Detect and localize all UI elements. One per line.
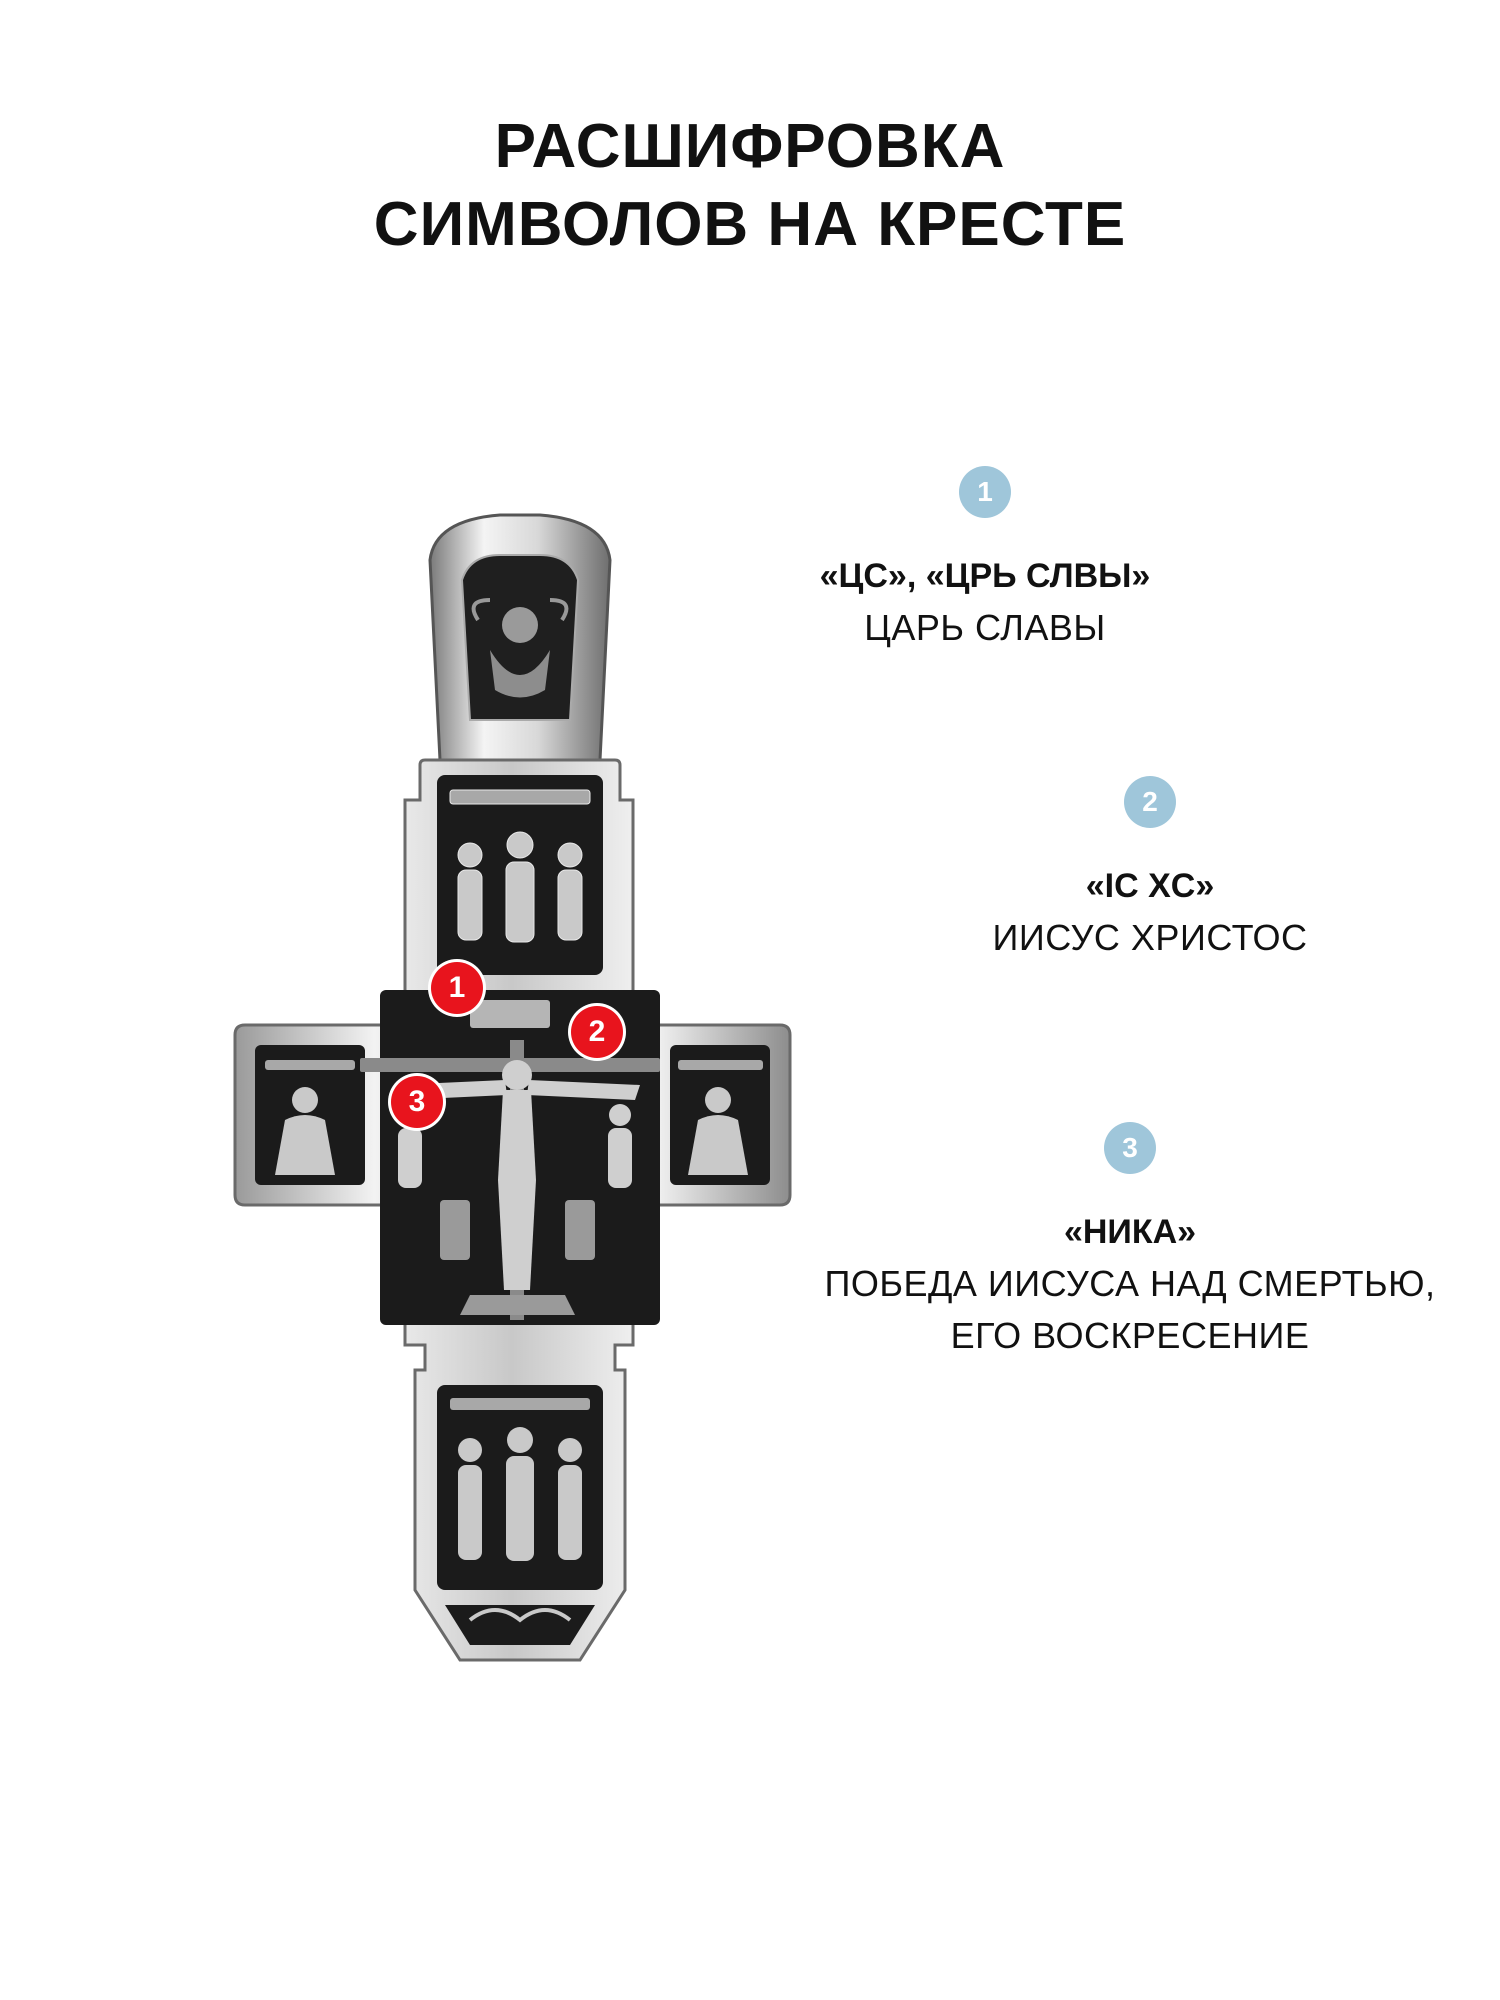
legend-item-1: 1 «ЦС», «ЦРЬ СЛВЫ» ЦАРЬ СЛАВЫ <box>800 466 1170 654</box>
title-line-2: СИМВОЛОВ НА КРЕСТЕ <box>373 190 1127 259</box>
legend-item-2: 2 «IC XC» ИИСУС ХРИСТОС <box>900 776 1400 964</box>
legend-description-3a: ПОБЕДА ИИСУСА НАД СМЕРТЬЮ, <box>824 1263 1436 1304</box>
marker-2: 2 <box>571 1006 623 1058</box>
legend-heading-1: «ЦС», «ЦРЬ СЛВЫ» <box>819 557 1151 595</box>
legend-number-3: 3 <box>1104 1122 1156 1174</box>
bail <box>428 513 612 762</box>
legend-number-1: 1 <box>959 466 1011 518</box>
legend-heading-2: «IC XC» <box>1085 867 1215 905</box>
cross-body <box>233 758 792 1662</box>
legend-description-2: ИИСУС ХРИСТОС <box>992 917 1308 958</box>
marker-1: 1 <box>431 962 483 1014</box>
legend-heading-3: «НИКА» <box>1063 1213 1197 1251</box>
legend-item-3: 3 «НИКА» ПОБЕДА ИИСУСА НАД СМЕРТЬЮ, ЕГО … <box>780 1122 1480 1362</box>
legend-description-1: ЦАРЬ СЛАВЫ <box>864 607 1106 648</box>
marker-3: 3 <box>391 1076 443 1128</box>
title-line-1: РАСШИФРОВКА <box>494 112 1006 181</box>
page-title: РАСШИФРОВКА СИМВОЛОВ НА КРЕСТЕ <box>0 108 1500 264</box>
legend-description-3b: ЕГО ВОСКРЕСЕНИЕ <box>950 1315 1310 1356</box>
legend-number-2: 2 <box>1124 776 1176 828</box>
